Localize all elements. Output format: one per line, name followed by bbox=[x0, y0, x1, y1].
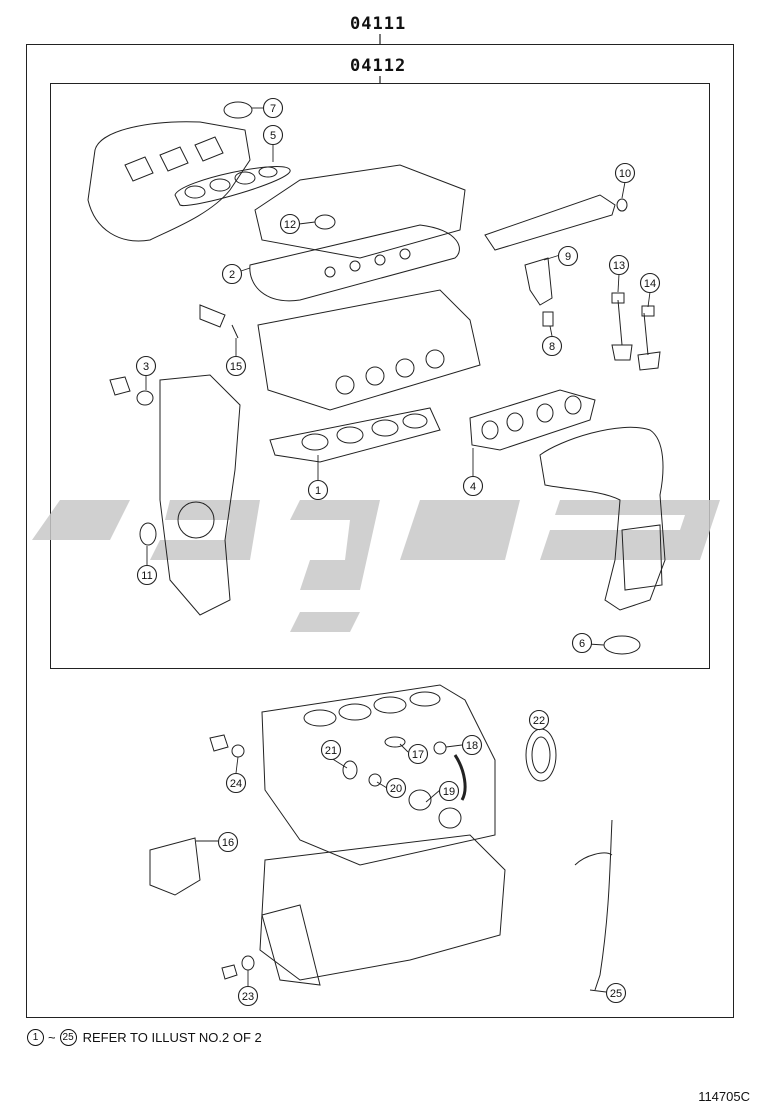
callout-circle bbox=[605, 982, 627, 1004]
callout-12: 12 bbox=[279, 213, 301, 235]
callout-25: 25 bbox=[605, 982, 627, 1004]
callout-22: 22 bbox=[528, 709, 550, 731]
callout-8: 8 bbox=[541, 335, 563, 357]
callout-circle bbox=[225, 355, 247, 377]
callout-markers: 1234567891011121314151617181920212223242… bbox=[135, 97, 661, 1007]
callout-circle bbox=[608, 254, 630, 276]
callout-circle bbox=[237, 985, 259, 1007]
callout-4: 4 bbox=[462, 475, 484, 497]
subkit-part-number: 04112 bbox=[350, 56, 407, 76]
callout-label: 18 bbox=[466, 740, 478, 752]
callout-label: 12 bbox=[284, 219, 296, 231]
callout-2: 2 bbox=[221, 263, 243, 285]
callout-label: 6 bbox=[579, 638, 585, 650]
callout-label: 15 bbox=[230, 361, 242, 373]
kit-part-number: 04111 bbox=[350, 14, 407, 34]
callout-circle bbox=[639, 272, 661, 294]
callout-circle bbox=[571, 632, 593, 654]
callout-circle bbox=[136, 564, 158, 586]
callout-circle bbox=[225, 772, 247, 794]
callout-circle bbox=[135, 355, 157, 377]
callout-circle bbox=[541, 335, 563, 357]
callout-label: 20 bbox=[390, 783, 402, 795]
callout-label: 2 bbox=[229, 269, 235, 281]
callout-label: 8 bbox=[549, 341, 555, 353]
callout-3: 3 bbox=[135, 355, 157, 377]
range-separator: ~ bbox=[48, 1030, 56, 1045]
callout-circle bbox=[320, 739, 342, 761]
watermark-logo bbox=[32, 500, 720, 632]
parts-line-art bbox=[87, 101, 666, 991]
footer-reference-note: 1 ~ 25 REFER TO ILLUST NO.2 OF 2 bbox=[27, 1029, 262, 1046]
cylinder-head-gasket-kit-frame bbox=[50, 83, 710, 669]
callout-circle bbox=[528, 709, 550, 731]
callout-circle bbox=[438, 780, 460, 802]
callout-label: 14 bbox=[644, 278, 656, 290]
callout-label: 3 bbox=[143, 361, 149, 373]
callout-19: 19 bbox=[438, 780, 460, 802]
callout-label: 25 bbox=[610, 988, 622, 1000]
callout-label: 4 bbox=[470, 481, 476, 493]
callout-14: 14 bbox=[639, 272, 661, 294]
callout-circle bbox=[407, 743, 429, 765]
callout-11: 11 bbox=[136, 564, 158, 586]
callout-label: 13 bbox=[613, 260, 625, 272]
callout-23: 23 bbox=[237, 985, 259, 1007]
callout-circle bbox=[614, 162, 636, 184]
callout-label: 7 bbox=[270, 103, 276, 115]
range-start-marker: 1 bbox=[27, 1029, 44, 1046]
callout-13: 13 bbox=[608, 254, 630, 276]
callout-7: 7 bbox=[262, 97, 284, 119]
callout-circle bbox=[221, 263, 243, 285]
callout-circle bbox=[262, 124, 284, 146]
callout-label: 19 bbox=[443, 786, 455, 798]
callout-label: 1 bbox=[315, 485, 321, 497]
callout-1: 1 bbox=[307, 479, 329, 501]
callout-circle bbox=[307, 479, 329, 501]
callout-circle bbox=[461, 734, 483, 756]
callout-circle bbox=[385, 777, 407, 799]
callout-label: 16 bbox=[222, 837, 234, 849]
callout-6: 6 bbox=[571, 632, 593, 654]
callout-label: 9 bbox=[565, 251, 571, 263]
callout-circle bbox=[462, 475, 484, 497]
callout-18: 18 bbox=[461, 734, 483, 756]
callout-5: 5 bbox=[262, 124, 284, 146]
callout-16: 16 bbox=[217, 831, 239, 853]
callout-label: 22 bbox=[533, 715, 545, 727]
callout-circle bbox=[217, 831, 239, 853]
callout-label: 10 bbox=[619, 168, 631, 180]
callout-label: 21 bbox=[325, 745, 337, 757]
callout-10: 10 bbox=[614, 162, 636, 184]
callout-21: 21 bbox=[320, 739, 342, 761]
callout-label: 17 bbox=[412, 749, 424, 761]
callout-label: 5 bbox=[270, 130, 276, 142]
callout-label: 24 bbox=[230, 778, 242, 790]
figure-id: 114705C bbox=[698, 1089, 750, 1104]
callout-17: 17 bbox=[407, 743, 429, 765]
range-end-marker: 25 bbox=[59, 1029, 77, 1046]
callout-circle bbox=[279, 213, 301, 235]
callout-label: 23 bbox=[242, 991, 254, 1003]
callout-20: 20 bbox=[385, 777, 407, 799]
callout-circle bbox=[262, 97, 284, 119]
callout-circle bbox=[557, 245, 579, 267]
callout-9: 9 bbox=[557, 245, 579, 267]
callout-15: 15 bbox=[225, 355, 247, 377]
footer-note-text: REFER TO ILLUST NO.2 OF 2 bbox=[82, 1030, 262, 1045]
callout-24: 24 bbox=[225, 772, 247, 794]
callout-label: 11 bbox=[141, 570, 152, 582]
engine-overhaul-kit-frame bbox=[26, 44, 734, 1018]
